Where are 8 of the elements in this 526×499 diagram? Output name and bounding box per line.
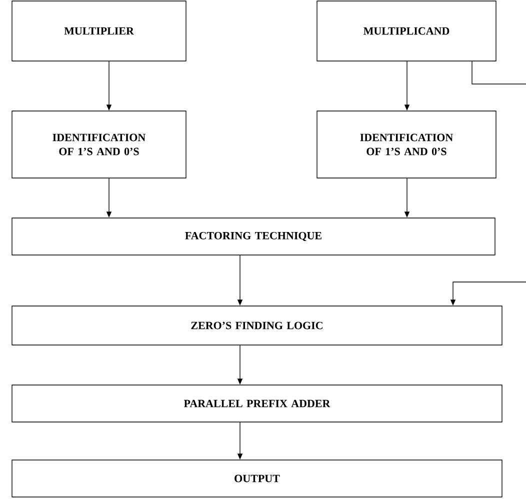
process-box: IDENTIFICATION OF 1’S AND 0’S	[12, 110, 186, 178]
process-box: IDENTIFICATION OF 1’S AND 0’S	[316, 110, 496, 178]
process-box: FACTORING TECHNIQUE	[12, 218, 496, 256]
process-box: MULTIPLIER	[12, 0, 186, 62]
process-box: MULTIPLICAND	[316, 0, 496, 62]
process-box: OUTPUT	[12, 460, 502, 498]
process-box: ZERO’S FINDING LOGIC	[12, 306, 502, 346]
process-box: PARALLEL PREFIX ADDER	[12, 384, 502, 422]
